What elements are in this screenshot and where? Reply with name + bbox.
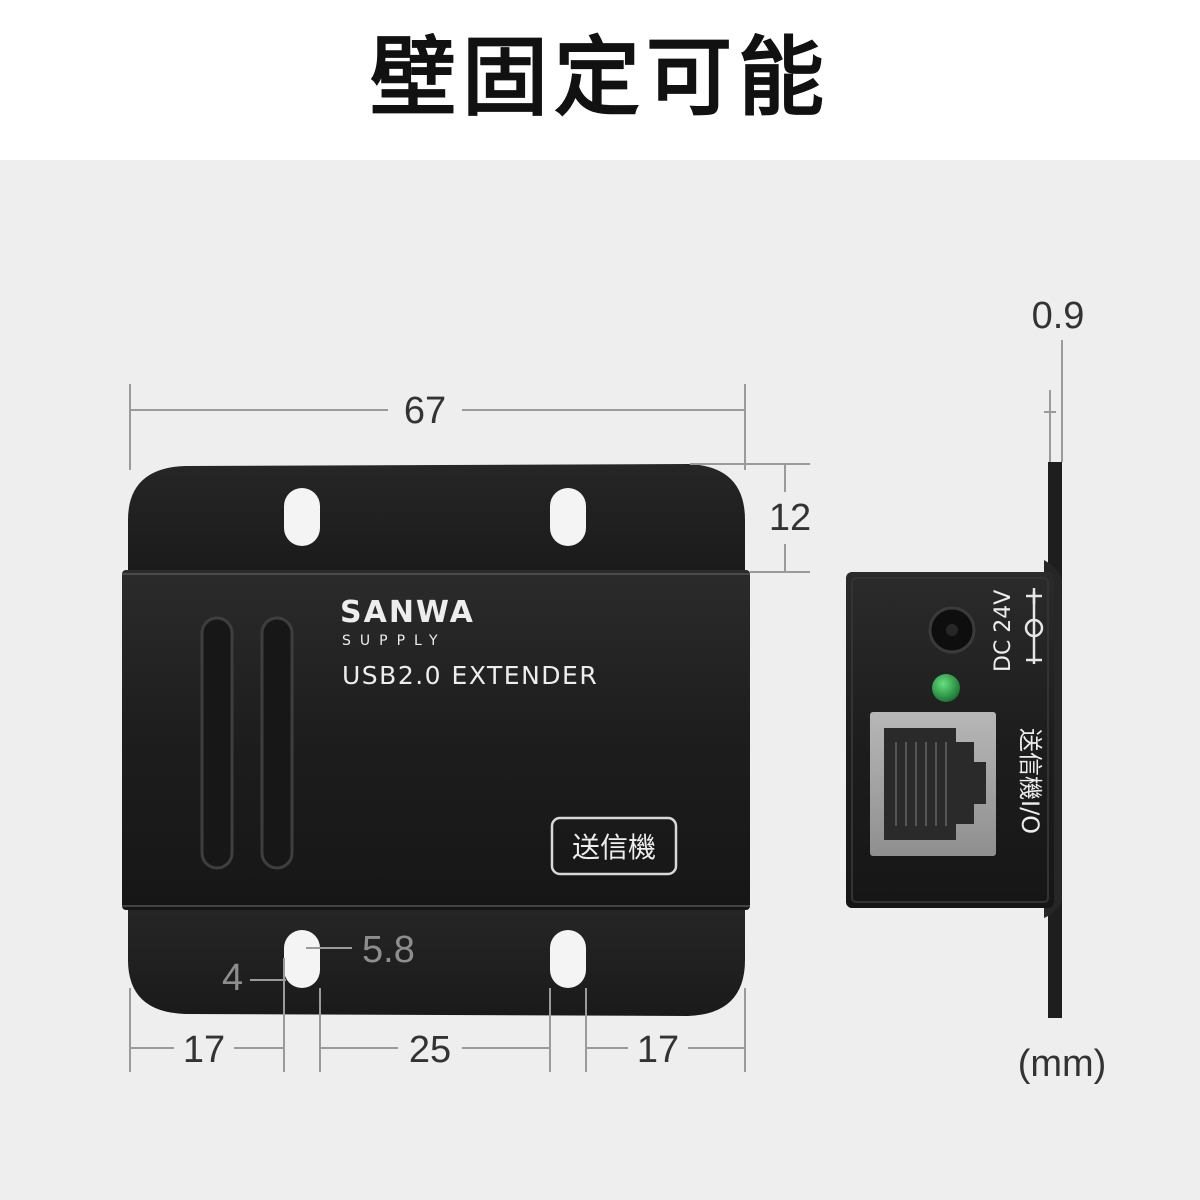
brand-sub: SUPPLY <box>342 633 447 649</box>
front-dimensions <box>129 384 810 1072</box>
polarity-icon <box>1024 588 1044 664</box>
role-badge: 送信機 <box>572 831 656 864</box>
mount-hole-top-right <box>550 488 586 546</box>
side-dimensions <box>1044 340 1063 462</box>
mount-hole-bottom-right <box>550 930 586 988</box>
status-led <box>932 674 960 702</box>
mount-hole-bottom-left <box>284 930 320 988</box>
front-view: SANWA SUPPLY USB2.0 EXTENDER 送信機 <box>122 464 750 1016</box>
dim-hole-spacing: 25 <box>409 1029 451 1071</box>
port-label: 送信機I/O <box>1016 728 1044 834</box>
model-label: USB2.0 EXTENDER <box>342 661 598 690</box>
grip-rib-right <box>260 616 294 870</box>
bottom-flange <box>128 905 745 1016</box>
brand-logo: SANWA <box>340 595 475 630</box>
role-badge-frame <box>550 816 678 876</box>
power-label: DC 24V <box>991 590 1016 672</box>
header: 壁固定可能 <box>0 0 1200 160</box>
dim-hole-height: 4 <box>222 957 243 999</box>
dim-hole-width: 5.8 <box>362 929 415 971</box>
grip-rib-left <box>200 616 234 870</box>
side-view: DC 24V 送信機I/O <box>846 462 1062 1018</box>
dim-width: 67 <box>404 390 446 432</box>
top-flange <box>128 464 745 575</box>
dim-left-offset: 17 <box>183 1029 225 1071</box>
dim-flange-height: 12 <box>769 497 811 539</box>
page-title: 壁固定可能 <box>370 28 830 128</box>
dim-thickness: 0.9 <box>1032 295 1085 337</box>
mount-hole-top-left <box>284 488 320 546</box>
dim-right-offset: 17 <box>637 1029 679 1071</box>
unit-label: (mm) <box>1018 1043 1107 1085</box>
